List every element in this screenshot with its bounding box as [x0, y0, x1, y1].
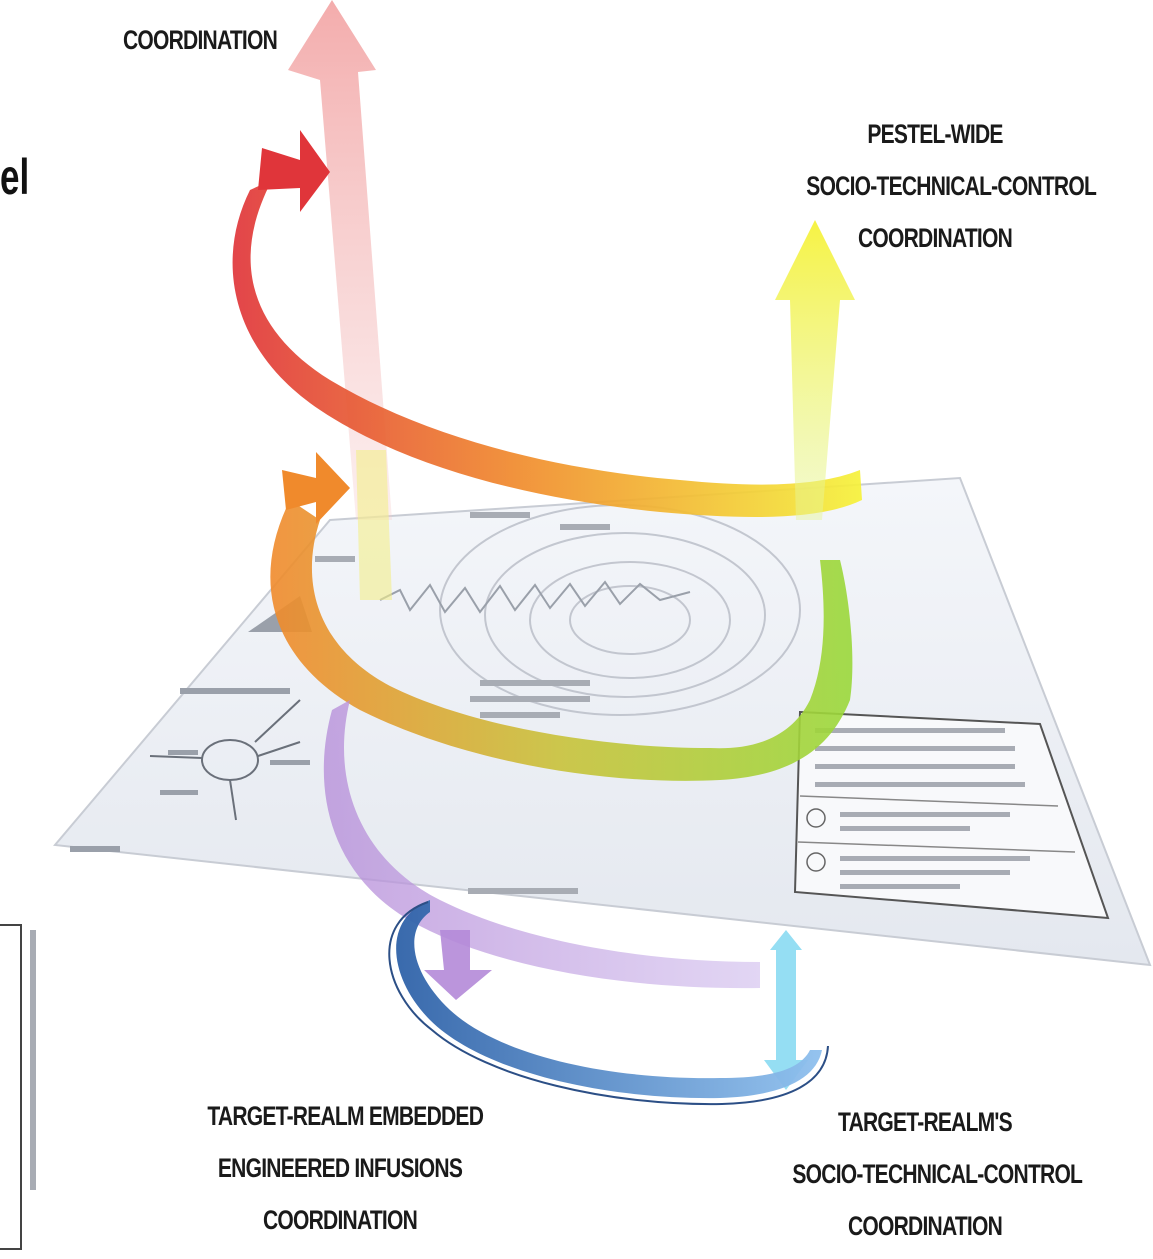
bottom-left-label: TARGET-REALM EMBEDDED ENGINEERED INFUSIO…	[207, 1090, 484, 1246]
top-right-label-line2: SOCIO-TECHNICAL-CONTROL	[806, 171, 1097, 201]
blue-loop-outline	[388, 901, 829, 1106]
concentric-rings	[439, 504, 801, 716]
bottom-right-label-line2: SOCIO-TECHNICAL-CONTROL	[792, 1159, 1083, 1189]
top-left-label-line1: COORDINATION	[122, 25, 278, 55]
lower-spiral-band	[323, 700, 760, 989]
mini-loop-diagram	[149, 699, 301, 821]
bottom-right-label: TARGET-REALM'S SOCIO-TECHNICAL-CONTROL C…	[792, 1096, 1083, 1252]
cyan-arrow	[764, 930, 808, 1090]
plane-text-fragments	[30, 512, 610, 1190]
top-right-label: PESTEL-WIDE SOCIO-TECHNICAL-CONTROL COOR…	[806, 108, 1097, 264]
bottom-left-label-line2: ENGINEERED INFUSIONS	[217, 1153, 463, 1183]
bottom-left-label-line3: COORDINATION	[262, 1205, 418, 1235]
yellow-descent-ribbon	[356, 450, 392, 600]
purple-down-arrow	[424, 930, 492, 1000]
signal-line	[379, 580, 691, 614]
cropped-title-fragment: el	[0, 149, 30, 205]
top-right-label-line3: COORDINATION	[857, 223, 1013, 253]
top-left-label: COORDINATION	[83, 14, 317, 66]
yellow-up-arrow	[775, 220, 855, 520]
bottom-left-label-line1: TARGET-REALM EMBEDDED	[207, 1101, 484, 1131]
orange-arrowhead	[282, 452, 350, 524]
middle-spiral-band	[270, 500, 853, 781]
bottom-right-label-line1: TARGET-REALM'S	[838, 1107, 1013, 1137]
blue-loop-band	[396, 900, 822, 1099]
cropped-side-panel	[0, 924, 22, 1250]
red-arrowhead	[258, 130, 330, 212]
upper-spiral-band	[232, 180, 862, 517]
legend-box	[793, 710, 1110, 920]
top-right-label-line1: PESTEL-WIDE	[867, 119, 1003, 149]
mini-diagram-text	[70, 688, 310, 852]
pink-up-arrow	[288, 0, 392, 520]
bottom-right-label-line3: COORDINATION	[847, 1211, 1003, 1241]
